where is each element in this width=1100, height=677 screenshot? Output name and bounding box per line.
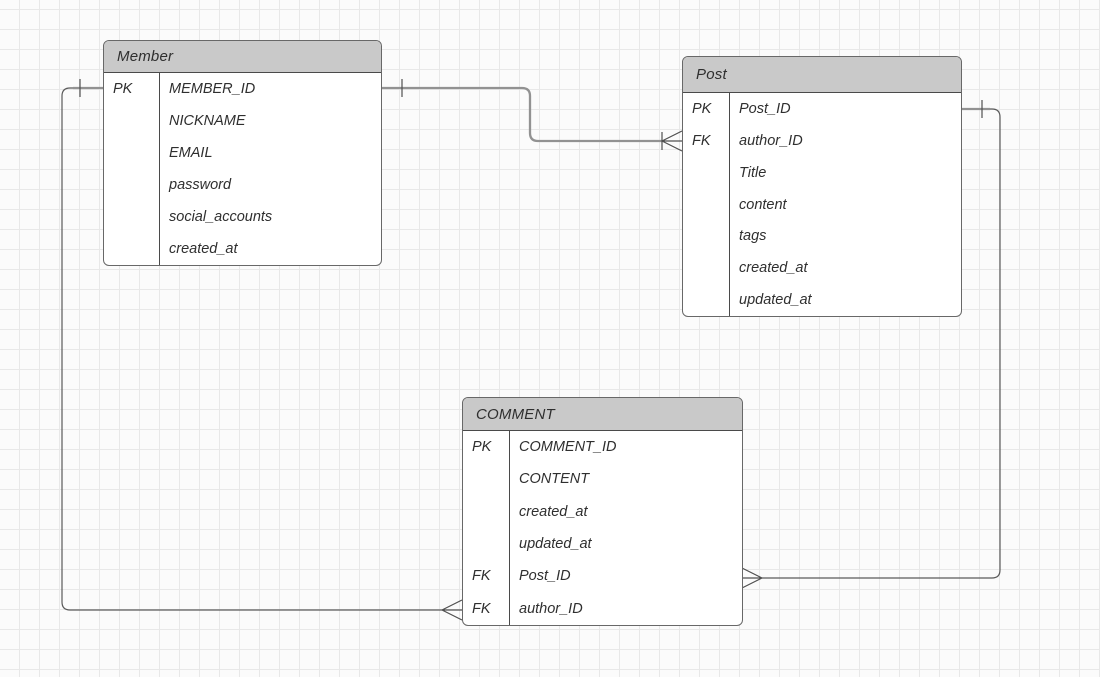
field-cell: MEMBER_ID [169,81,256,97]
connector-post-comment[interactable] [741,100,1001,589]
entity-header-post[interactable]: Post [683,57,961,93]
field-cell: EMAIL [169,145,213,161]
key-column-divider [729,93,730,316]
entity-body-post: PK Post_ID FK author_ID Title content ta… [683,93,961,316]
key-cell: PK [472,439,492,456]
connector-member-post-line[interactable] [382,86,662,143]
entity-title: Post [696,66,727,83]
entity-table-comment[interactable]: COMMENT PK COMMENT_ID CONTENT created_at… [462,397,743,626]
field-cell: tags [739,228,767,245]
entity-title: Member [117,48,174,65]
field-cell: COMMENT_ID [519,439,617,456]
table-row[interactable]: Title [683,157,961,189]
field-cell: CONTENT [519,471,590,488]
table-row[interactable]: created_at [463,496,742,528]
connector-post-comment-line[interactable] [762,108,1001,579]
field-cell: updated_at [739,292,812,309]
key-cell: PK [692,100,712,117]
field-cell: Title [739,164,767,181]
crows-foot-marker-comment-post [741,567,763,589]
entity-body-comment: PK COMMENT_ID CONTENT created_at updated… [463,431,742,625]
key-column-divider [159,73,160,265]
key-cell: FK [472,568,491,585]
table-row[interactable]: PK Post_ID [683,93,961,125]
table-row[interactable]: updated_at [683,284,961,316]
table-row[interactable]: PK MEMBER_ID [104,73,381,105]
table-row[interactable]: NICKNAME [104,105,381,137]
table-row[interactable]: CONTENT [463,463,742,495]
field-cell: updated_at [519,536,592,553]
key-cell: FK [692,132,711,149]
table-row[interactable]: password [104,169,381,201]
table-row[interactable]: FK author_ID [463,593,742,625]
entity-table-post[interactable]: Post PK Post_ID FK author_ID Title conte… [682,56,962,317]
field-cell: Post_ID [519,568,571,585]
table-row[interactable]: social_accounts [104,201,381,233]
field-cell: author_ID [519,600,583,617]
entity-table-member[interactable]: Member PK MEMBER_ID NICKNAME EMAIL passw… [103,40,382,266]
table-row[interactable]: FK author_ID [683,125,961,157]
table-row[interactable]: PK COMMENT_ID [463,431,742,463]
entity-title: COMMENT [476,405,555,423]
table-row[interactable]: tags [683,220,961,252]
key-column-divider [509,431,510,625]
field-cell: created_at [169,241,238,257]
field-cell: password [169,177,232,193]
connector-member-comment[interactable] [61,79,463,621]
crows-foot-marker-post-author [661,130,683,152]
field-cell: NICKNAME [169,113,246,129]
crows-foot-marker-comment-author [441,599,463,621]
entity-header-comment[interactable]: COMMENT [463,398,742,431]
key-cell: FK [472,600,491,617]
table-row[interactable]: created_at [104,233,381,265]
entity-header-member[interactable]: Member [104,41,381,73]
connector-member-post[interactable] [382,79,683,152]
field-cell: content [739,196,787,213]
table-row[interactable]: updated_at [463,528,742,560]
entity-body-member: PK MEMBER_ID NICKNAME EMAIL password soc… [104,73,381,265]
connector-member-comment-line[interactable] [61,87,442,611]
key-cell: PK [113,81,133,97]
field-cell: created_at [739,260,808,277]
field-cell: social_accounts [169,209,273,225]
field-cell: created_at [519,503,588,520]
table-row[interactable]: created_at [683,252,961,284]
field-cell: Post_ID [739,100,791,117]
table-row[interactable]: FK Post_ID [463,560,742,592]
table-row[interactable]: content [683,189,961,221]
table-row[interactable]: EMAIL [104,137,381,169]
field-cell: author_ID [739,132,803,149]
